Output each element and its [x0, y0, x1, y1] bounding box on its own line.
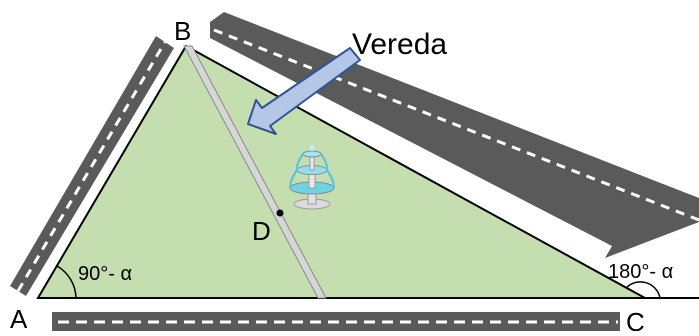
point-d-marker	[276, 209, 284, 217]
road-ac	[52, 312, 620, 331]
vereda-label: Vereda	[352, 28, 447, 61]
angle-c-label: 180°- α	[608, 261, 673, 283]
point-d-label: D	[252, 216, 271, 246]
vereda-path	[183, 45, 327, 299]
point-b-label: B	[174, 16, 191, 46]
vereda-arrow	[247, 47, 361, 135]
road-ab	[10, 36, 174, 296]
angle-arc-c	[625, 281, 661, 299]
point-a-label: A	[10, 304, 28, 331]
point-c-label: C	[626, 307, 645, 331]
angle-arc-a	[56, 265, 77, 299]
fountain-icon	[289, 145, 335, 210]
angle-a-label: 90°- α	[78, 263, 132, 285]
